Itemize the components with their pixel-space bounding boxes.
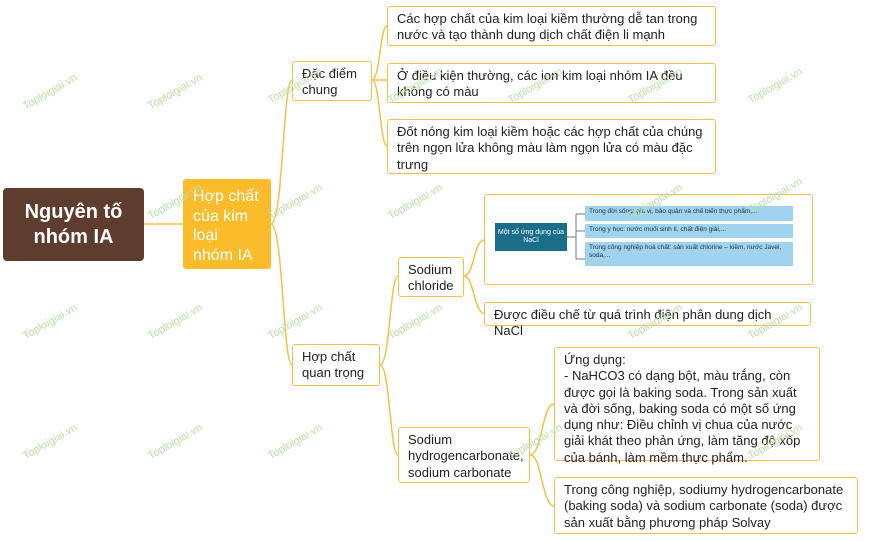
level1-node: Hợp chất của kim loại nhóm IA	[183, 179, 271, 269]
figure-item-1-text: Trong đời sống: gia vị, bảo quản và chế …	[589, 208, 758, 215]
nacl-prep-text: Được điều chế từ quá trình điện phân dun…	[494, 307, 772, 339]
root-node: Nguyên tố nhóm IA	[3, 188, 144, 261]
dac-diem-item-2: Ở điều kiện thường, các ion kim loại nhó…	[387, 63, 716, 103]
dac-diem-item-1-text: Các hợp chất của kim loại kiềm thường dễ…	[397, 11, 698, 43]
branch-dac-diem: Đặc điểm chung	[292, 61, 372, 101]
figure-center-text: Một số ứng dụng của NaCl	[497, 228, 565, 244]
solvay-text: Trong công nghiệp, sodiumy hydrogencarbo…	[564, 482, 844, 530]
figure-item-3-text: Trong công nghiệp hoá chất: sản xuất chl…	[589, 244, 782, 260]
figure-item-1: Trong đời sống: gia vị, bảo quản và chế …	[585, 206, 793, 221]
sodium-chloride-label: Sodium chloride	[408, 262, 454, 294]
sodium-carbonate-node: Sodium hydrogencarbonate, sodium carbona…	[398, 427, 530, 483]
dac-diem-item-3: Đốt nóng kim loại kiềm hoặc các hợp chất…	[387, 119, 716, 174]
figure-item-2-text: Trong y học: nước muối sinh lí, chất điệ…	[589, 226, 726, 233]
nahco3-usage-node: Ứng dụng: - NaHCO3 có dạng bột, màu trắn…	[554, 347, 820, 465]
nahco3-usage-text: Ứng dụng: - NaHCO3 có dạng bột, màu trắn…	[564, 352, 801, 465]
figure-item-2: Trong y học: nước muối sinh lí, chất điệ…	[585, 224, 793, 238]
nacl-usage-figure: Một số ứng dụng của NaCl Trong đời sống:…	[492, 201, 796, 267]
solvay-node: Trong công nghiệp, sodiumy hydrogencarbo…	[554, 477, 858, 534]
figure-center-label: Một số ứng dụng của NaCl	[495, 223, 567, 251]
dac-diem-item-1: Các hợp chất của kim loại kiềm thường dễ…	[387, 6, 716, 46]
level1-label: Hợp chất của kim loại nhóm IA	[193, 188, 259, 264]
figure-connectors	[567, 213, 585, 260]
sodium-chloride-node: Sodium chloride	[398, 257, 464, 297]
branch-dac-diem-label: Đặc điểm chung	[302, 66, 357, 98]
dac-diem-item-3-text: Đốt nóng kim loại kiềm hoặc các hợp chất…	[397, 124, 703, 172]
nacl-prep-node: Được điều chế từ quá trình điện phân dun…	[484, 302, 811, 338]
root-title: Nguyên tố nhóm IA	[24, 200, 123, 248]
dac-diem-item-2-text: Ở điều kiện thường, các ion kim loại nhó…	[397, 68, 683, 100]
branch-hop-chat: Hợp chất quan trọng	[292, 344, 380, 386]
branch-hop-chat-label: Hợp chất quan trọng	[302, 349, 365, 381]
sodium-carbonate-label: Sodium hydrogencarbonate, sodium carbona…	[408, 432, 524, 480]
figure-item-3: Trong công nghiệp hoá chất: sản xuất chl…	[585, 242, 793, 266]
